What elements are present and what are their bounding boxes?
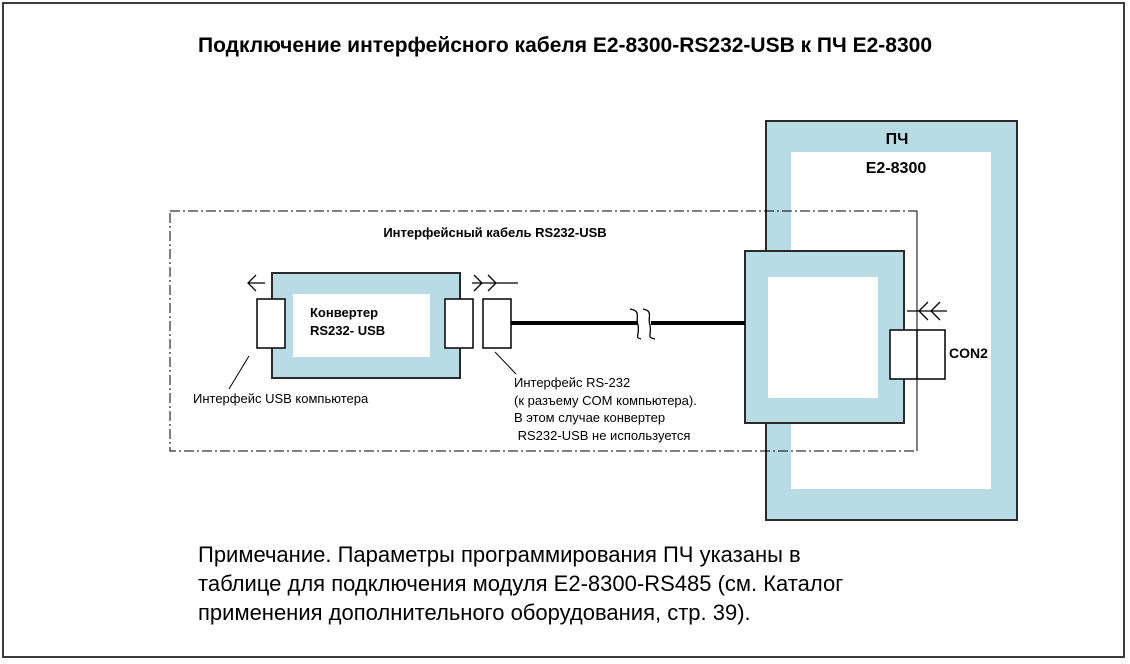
usb-callout-text: Интерфейс USB компьютера: [193, 391, 369, 406]
con2-connector: CON2: [889, 301, 988, 380]
cable-line: [511, 308, 745, 340]
converter-inner: [293, 294, 430, 357]
usb-arrow-icon: [247, 274, 265, 292]
cable-break-icon: [629, 308, 642, 340]
converter-label-line2: RS232- USB: [310, 323, 385, 338]
con2-label: CON2: [949, 345, 988, 361]
converter-block: Конвертер RS232- USB: [256, 272, 512, 379]
cable-label: Интерфейсный кабель RS232-USB: [383, 225, 606, 240]
note-line: Примечание. Параметры программирования П…: [198, 542, 801, 567]
con2-plug-symbol-icon: [907, 301, 947, 321]
module-inner: [768, 277, 878, 398]
rs232-plug: [482, 298, 512, 349]
note-line: таблице для подключения модуля E2-8300-R…: [198, 571, 844, 596]
rs232-callout-line2: (к разъему COM компьютера).: [514, 393, 697, 408]
rs232-callout-line4: RS232-USB не используется: [514, 428, 690, 443]
usb-callout-line: [228, 355, 250, 390]
rs232-plug-symbol-icon: [472, 274, 518, 292]
usb-port: [256, 298, 286, 349]
rs232-callout-line1: Интерфейс RS-232: [514, 375, 630, 390]
vfd-label-line2: E2-8300: [866, 160, 927, 177]
interface-module: [744, 250, 905, 424]
converter-label-line1: Конвертер: [310, 305, 378, 320]
note-line: применения дополнительного оборудования,…: [198, 600, 751, 625]
rs232-callout-line3: В этом случае конвертер: [514, 410, 665, 425]
vfd-label-line1: ПЧ: [886, 131, 909, 148]
diagram-title: Подключение интерфейсного кабеля E2-8300…: [197, 34, 933, 57]
rs232-port-converter: [444, 298, 474, 349]
rs232-callout-line: [494, 351, 517, 375]
note-text: Примечание. Параметры программирования П…: [198, 540, 938, 627]
